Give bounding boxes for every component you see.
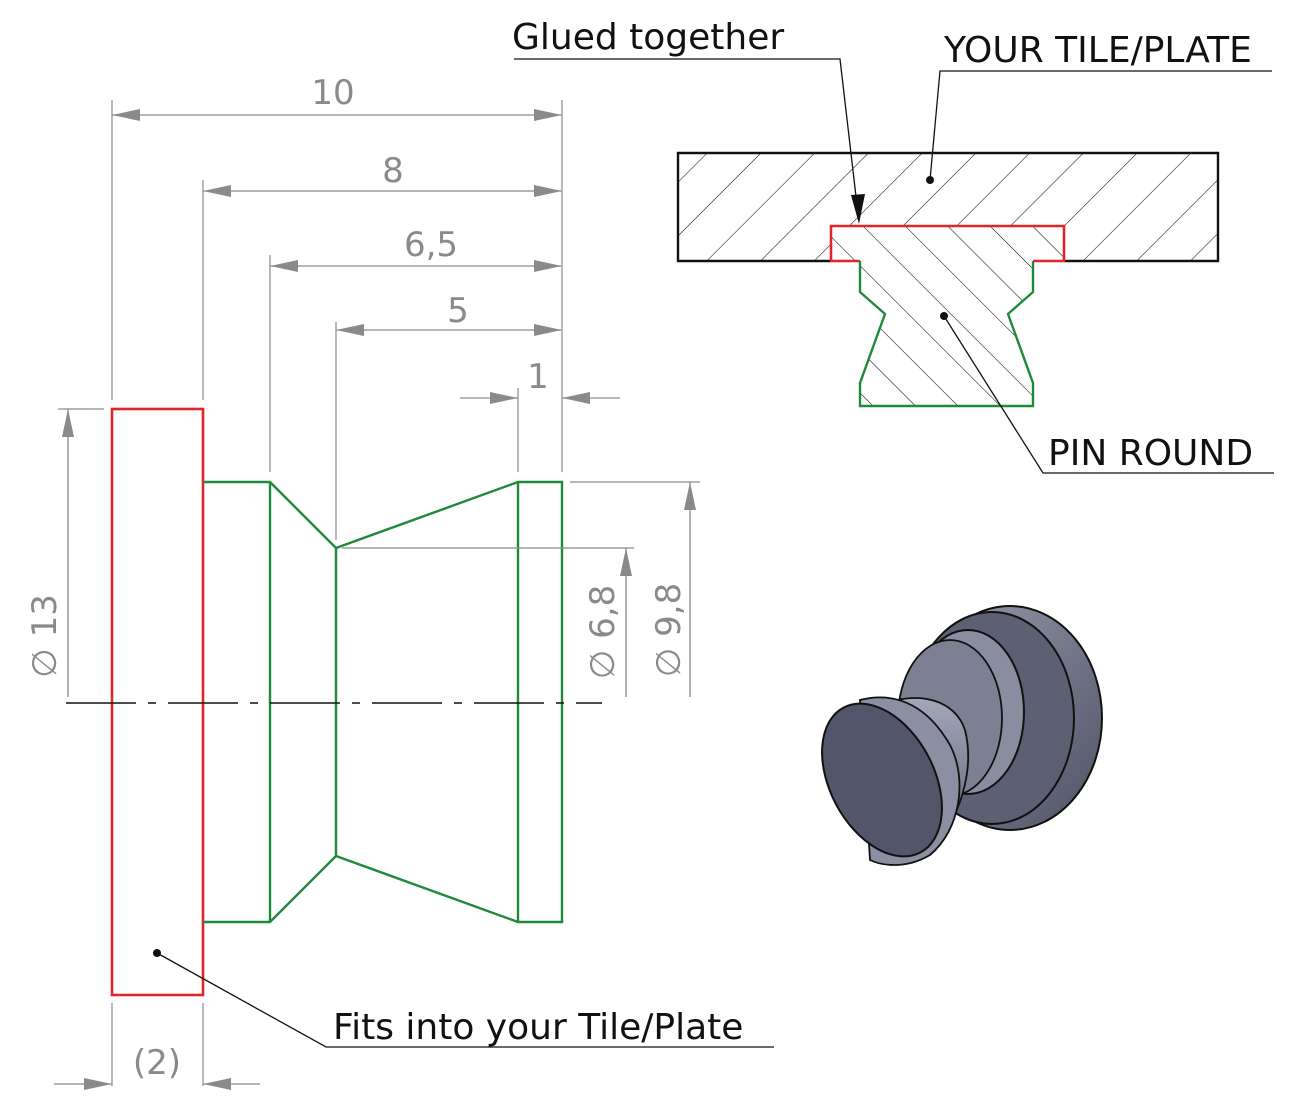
dimension-dia-9-8: ∅ 9,8 <box>649 482 696 697</box>
tile-outline <box>676 151 1220 263</box>
dimension-1: 1 <box>460 357 620 404</box>
dim-6-5-label: 6,5 <box>404 225 458 265</box>
flange-outline <box>110 407 205 997</box>
dim-2-label: (2) <box>133 1043 181 1083</box>
dim-8-label: 8 <box>382 151 404 191</box>
pin-body-outline <box>203 480 564 924</box>
side-view <box>66 407 602 997</box>
section-flange-outline <box>829 224 1066 263</box>
dimension-5: 5 <box>336 291 562 336</box>
dim-10-label: 10 <box>311 73 354 113</box>
dim-dia-9-8-label: ∅ 9,8 <box>649 583 689 678</box>
tile-label: YOUR TILE/PLATE <box>943 30 1252 71</box>
dim-1-label: 1 <box>527 357 549 397</box>
tile-note: YOUR TILE/PLATE <box>926 30 1272 184</box>
pin-note: PIN ROUND <box>940 312 1274 474</box>
glued-label: Glued together <box>512 17 784 58</box>
dimension-2-reference: (2) <box>54 1043 260 1090</box>
dim-dia-6-8-label: ∅ 6,8 <box>583 585 623 680</box>
dim-dia-13-label: ∅ 13 <box>25 594 65 678</box>
dimension-6-5: 6,5 <box>270 225 562 272</box>
fits-label: Fits into your Tile/Plate <box>333 1007 743 1048</box>
dim-5-label: 5 <box>447 291 469 331</box>
section-pin-outline <box>858 261 1035 408</box>
pin-3d-render <box>821 605 1103 866</box>
render-cap-face <box>821 702 943 858</box>
dimension-dia-13: ∅ 13 <box>25 409 74 697</box>
dimension-dia-6-8: ∅ 6,8 <box>583 548 632 697</box>
dimension-10: 10 <box>112 73 562 121</box>
glued-note: Glued together <box>512 17 865 224</box>
fits-note: Fits into your Tile/Plate <box>153 949 774 1048</box>
dimension-8: 8 <box>203 151 562 197</box>
pin-label: PIN ROUND <box>1048 433 1253 474</box>
section-view <box>676 151 1220 408</box>
extension-lines <box>58 100 700 1086</box>
